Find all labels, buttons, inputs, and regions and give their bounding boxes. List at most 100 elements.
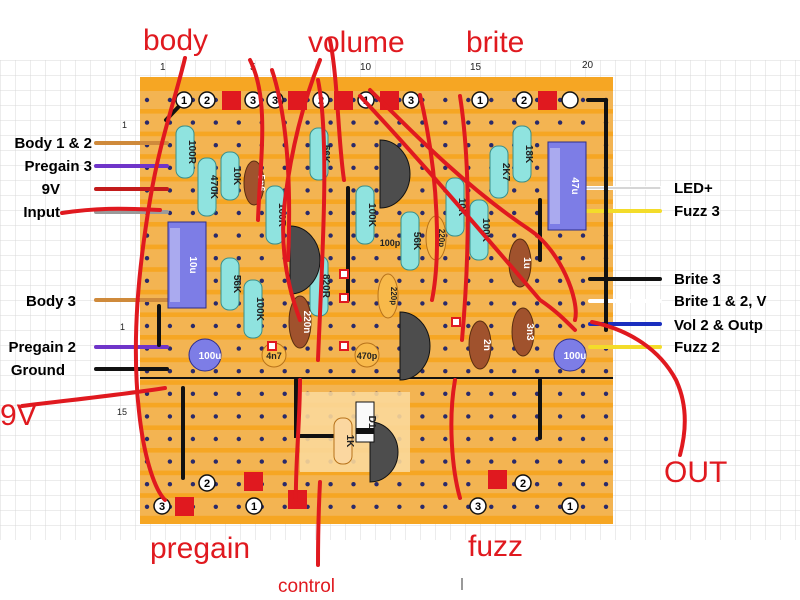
strip-hole (144, 482, 150, 487)
strip-hole (259, 459, 264, 464)
strip-hole (190, 414, 196, 419)
transistor-q1 (379, 139, 411, 209)
strip-hole (489, 504, 494, 509)
strip-hole (397, 143, 402, 148)
strip-hole (466, 301, 471, 306)
label-body-1-2: Body 1 & 2 (14, 135, 92, 152)
brite-pot-lugs: 3 1 2 (380, 91, 579, 110)
strip-hole (259, 210, 264, 216)
strip-hole (443, 97, 448, 103)
strip-hole (328, 301, 333, 306)
resistor-100k-a: 100K (355, 185, 377, 245)
strip-hole (489, 97, 494, 103)
red-annotation-strokes (20, 38, 687, 567)
strip-hole (213, 391, 218, 396)
strip-hole (420, 414, 425, 419)
strip-hole (328, 188, 333, 193)
strip-hole (512, 414, 517, 419)
resistor-56k-c: 56K (220, 257, 242, 311)
strip-hole (167, 414, 173, 419)
fuzz-pot-lug-3: 3 (475, 501, 481, 513)
strip-hole (259, 233, 264, 238)
strip-hole (512, 459, 517, 464)
strip-hole (603, 482, 609, 487)
strip-hole (534, 165, 540, 170)
column-number-10: 10 (360, 62, 372, 73)
strip-hole (328, 278, 333, 283)
strip-hole (489, 278, 494, 283)
svg-text:3n3: 3n3 (524, 323, 535, 341)
strip-hole (489, 369, 494, 374)
strip-hole (420, 278, 425, 283)
strip-hole (512, 504, 517, 509)
strip-hole (351, 188, 356, 193)
strip-hole (420, 233, 425, 238)
strip-hole (213, 459, 218, 464)
strip-hole (259, 369, 264, 374)
strip-hole (534, 120, 540, 125)
strip-hole (420, 436, 425, 442)
strip-hole (580, 414, 586, 419)
strip-hole (259, 391, 264, 396)
strip-hole (328, 323, 333, 329)
label-led-plus: LED+ (674, 180, 713, 197)
label-vol-2-output: Vol 2 & Outp (674, 317, 763, 334)
svg-text:100K: 100K (254, 297, 265, 322)
strip-hole (443, 120, 448, 125)
strip-hole (443, 346, 448, 351)
fuzz-pot-lug-1: 1 (567, 501, 573, 513)
strip-hole (466, 369, 471, 374)
strip-hole (190, 323, 196, 329)
strip-hole (374, 120, 379, 125)
strip-hole (144, 323, 150, 329)
strip-hole (557, 414, 563, 419)
label-brite-3: Brite 3 (674, 271, 721, 288)
annotation-body: body (143, 24, 208, 57)
strip-hole (374, 165, 379, 170)
strip-hole (557, 436, 563, 442)
volume-pot-lug-3: 3 (272, 95, 278, 107)
strip-hole (328, 210, 333, 216)
annotation-out: OUT (664, 456, 727, 489)
left-connection-labels: Body 1 & 2 Pregain 3 9V Input Body 3 Pre… (8, 135, 92, 379)
body-pot-lugs: 1 2 3 (175, 91, 262, 110)
strip-hole (557, 97, 563, 103)
svg-text:D1: D1 (366, 416, 377, 429)
strip-hole (534, 369, 540, 374)
strip-hole (466, 436, 471, 442)
strip-hole (236, 482, 241, 487)
svg-text:56K: 56K (231, 275, 242, 294)
strip-hole (259, 256, 264, 261)
strip-hole (489, 459, 494, 464)
strip-hole (144, 414, 150, 419)
strip-hole (282, 414, 287, 419)
annotation-labels: body volume brite pregain fuzz OUT 9V co… (0, 24, 727, 597)
strip-hole (420, 210, 425, 216)
body-pot-lug-3: 3 (250, 95, 256, 107)
strip-hole (557, 391, 563, 396)
strip-hole (374, 323, 379, 329)
capacitor-220p-b: 220p (377, 273, 399, 319)
strip-hole (305, 346, 310, 351)
transistor-q3 (399, 311, 431, 381)
strip-hole (512, 97, 517, 103)
strip-hole (603, 504, 609, 509)
strip-hole (236, 414, 241, 419)
annotation-control: control (278, 576, 335, 597)
strip-hole (351, 346, 356, 351)
strip-hole (374, 210, 379, 216)
strip-hole (580, 120, 586, 125)
strip-hole (534, 346, 540, 351)
strip-hole (557, 504, 563, 509)
strip-hole (397, 256, 402, 261)
capacitor-47u: 47u (547, 141, 587, 231)
svg-text:1K: 1K (344, 435, 355, 449)
strip-hole (443, 436, 448, 442)
strip-hole (213, 323, 218, 329)
strip-hole (282, 369, 287, 374)
strip-hole (534, 301, 540, 306)
strip-hole (282, 459, 287, 464)
strip-hole (443, 301, 448, 306)
strip-hole (282, 391, 287, 396)
body-pot-lug-1: 1 (181, 95, 187, 107)
